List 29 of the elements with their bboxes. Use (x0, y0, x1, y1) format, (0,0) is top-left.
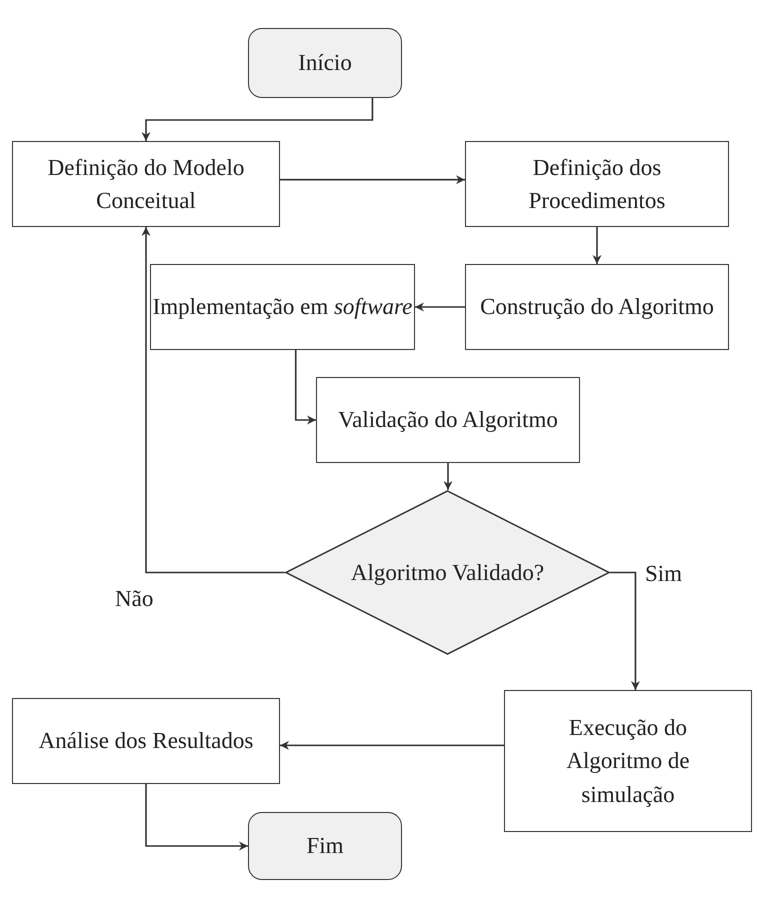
node-text: Implementação em software (152, 293, 412, 322)
terminal-box (248, 812, 402, 880)
node-text: Execução do Algoritmo de simulação (565, 714, 691, 809)
arrow (444, 463, 452, 490)
process-box (465, 264, 729, 350)
node-text: Análise dos Resultados (38, 727, 254, 756)
node-text: Definição do Modelo Conceitual (46, 154, 246, 215)
arrow (142, 98, 374, 141)
arrow (145, 784, 248, 850)
arrow (415, 302, 465, 312)
process-box (150, 264, 415, 350)
node-text: Início (298, 49, 352, 78)
arrow (592, 227, 602, 264)
arrow (294, 350, 316, 424)
arrow (142, 227, 285, 574)
process-box (12, 141, 280, 227)
node-text: Validação do Algoritmo (338, 406, 558, 434)
process-box (504, 690, 752, 832)
process-box (12, 698, 280, 784)
node-text: Definição dos Procedimentos (528, 154, 666, 215)
arrow (280, 740, 504, 750)
node-text: Algoritmo Validado? (350, 558, 544, 587)
arrow (280, 175, 465, 184)
arrow (610, 572, 640, 690)
process-box (316, 377, 580, 463)
terminal-box (248, 28, 402, 98)
node-text: Fim (306, 832, 344, 860)
process-box (465, 141, 729, 227)
node-text: Construção do Algoritmo (480, 293, 714, 322)
